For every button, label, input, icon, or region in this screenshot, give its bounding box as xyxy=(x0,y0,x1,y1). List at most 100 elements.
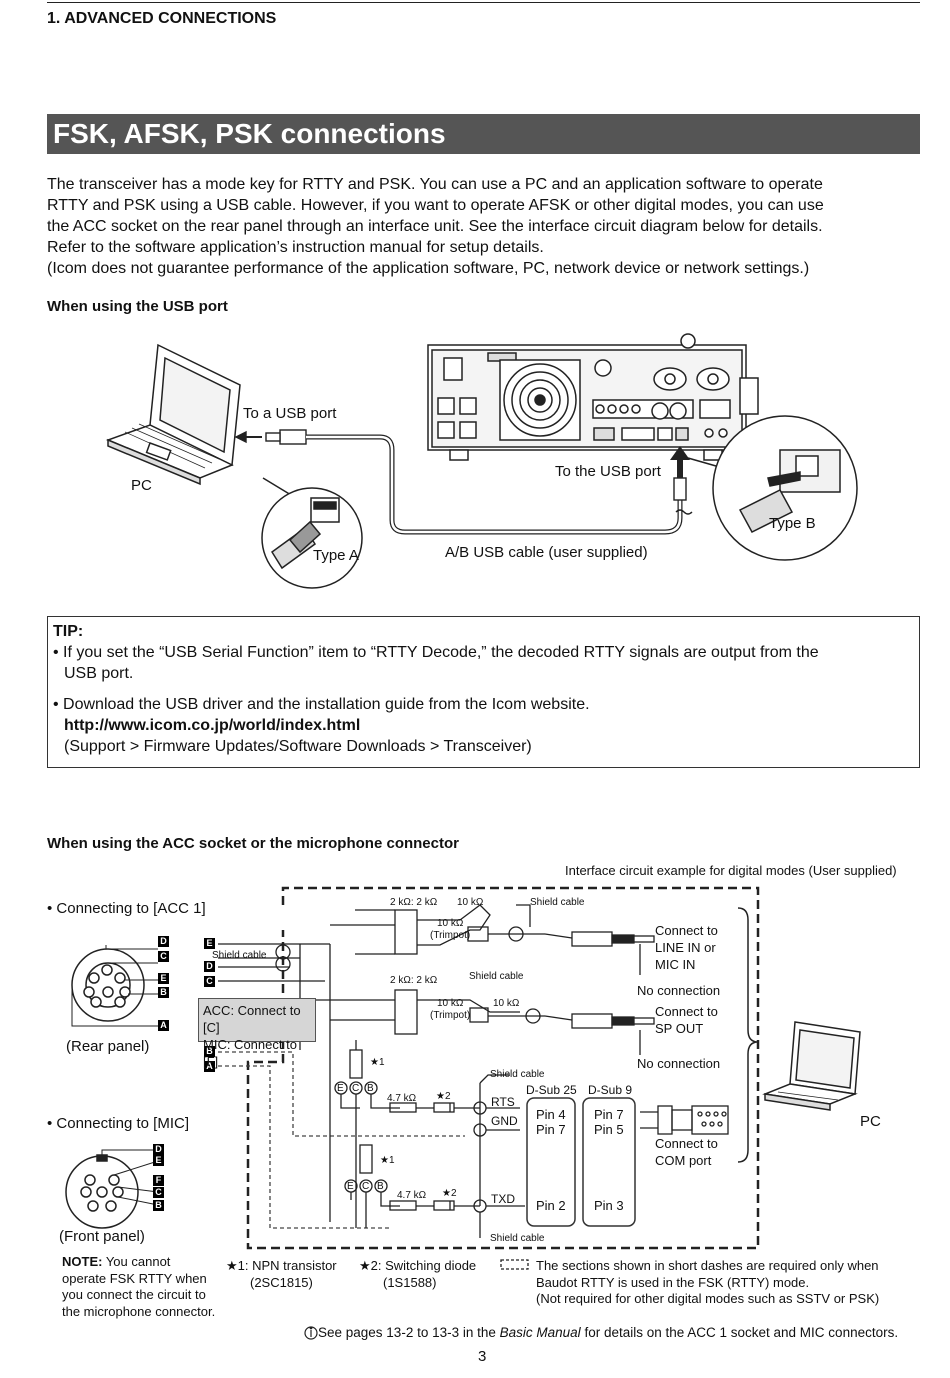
shield-cable-label: Shield cable xyxy=(212,950,267,961)
usb-label-cable: A/B USB cable (user supplied) xyxy=(445,544,648,561)
pin-badge: D xyxy=(158,936,169,947)
footnote-transistor: ★1: NPN transistor (2SC1815) xyxy=(226,1258,337,1291)
pin-label: Pin 4 xyxy=(536,1107,566,1122)
note-bold: NOTE: xyxy=(62,1254,103,1269)
pin-badge: C xyxy=(153,1187,164,1198)
diode-star: ★2 xyxy=(442,1188,457,1199)
page-number: 3 xyxy=(478,1348,487,1365)
fsk-note: NOTE: You cannot operate FSK RTTY when y… xyxy=(62,1254,215,1320)
pin-label: Pin 7 xyxy=(536,1122,566,1137)
info-icon xyxy=(304,1326,318,1340)
mic-connector-icon xyxy=(65,1149,159,1229)
usb-heading: When using the USB port xyxy=(47,298,228,315)
note-text: You cannot xyxy=(102,1254,171,1269)
manual-reference: See pages 13-2 to 13-3 in the Basic Manu… xyxy=(318,1325,898,1340)
pin-label: Pin 7 xyxy=(594,1107,624,1122)
connect-line-in-line: MIC IN xyxy=(655,957,696,972)
dsub9-label: D-Sub 9 xyxy=(588,1083,633,1097)
connect-com-line: Connect to xyxy=(655,1136,718,1151)
pin-badge: E xyxy=(158,973,169,984)
intro-line: The transceiver has a mode key for RTTY … xyxy=(47,176,823,193)
resistor-label: 10 kΩ xyxy=(457,897,484,908)
pin-badge: A xyxy=(158,1020,169,1031)
reference-prefix: See pages 13-2 to 13-3 in the xyxy=(318,1325,500,1340)
pin-badge: B xyxy=(204,1046,215,1057)
arrow-up-icon xyxy=(670,446,690,486)
pin-b: B xyxy=(367,1083,374,1094)
connect-com-line: COM port xyxy=(655,1153,712,1168)
rts-label: RTS xyxy=(491,1095,515,1109)
note-text: the microphone connector. xyxy=(62,1303,216,1319)
fsk-dashed-section xyxy=(218,1051,465,1229)
intro-paragraph: The transceiver has a mode key for RTTY … xyxy=(47,174,920,279)
tip-path: (Support > Firmware Updates/Software Dow… xyxy=(64,738,532,755)
dsub25-pin-box xyxy=(526,1097,576,1227)
footnote-line: (1S1588) xyxy=(383,1274,437,1290)
tip-box: TIP: • If you set the “USB Serial Functi… xyxy=(47,616,920,768)
section-title-banner: FSK, AFSK, PSK connections xyxy=(47,114,920,154)
pin-badge: C xyxy=(158,951,169,962)
shield-cable-label: Shield cable xyxy=(490,1233,545,1244)
pin-label: Pin 3 xyxy=(594,1198,624,1213)
pin-label: Pin 5 xyxy=(594,1122,624,1137)
diode-star: ★2 xyxy=(436,1091,451,1102)
pin-badge: B xyxy=(153,1200,164,1211)
tip-bullet-1-line-2: USB port. xyxy=(64,665,134,682)
footnote-dashed: The sections shown in short dashes are r… xyxy=(536,1258,879,1308)
pc-bracket xyxy=(737,907,759,1163)
acc-connect-line: ACC: Connect to [C] xyxy=(203,1003,301,1035)
resistor-label: 4.7 kΩ xyxy=(397,1190,427,1201)
pin-c: C xyxy=(352,1083,360,1094)
pin-badge: B xyxy=(158,987,169,998)
connect-line-in-line: Connect to xyxy=(655,923,718,938)
intro-line: Refer to the software application’s inst… xyxy=(47,239,544,256)
no-connection-label: No connection xyxy=(637,983,721,998)
footnote-line: ★1: NPN transistor xyxy=(226,1258,337,1273)
pin-badge: D xyxy=(204,961,215,972)
dsub9-pin-box xyxy=(582,1097,636,1227)
pin-label: Pin 2 xyxy=(536,1198,566,1213)
mic-connecting-label: • Connecting to [MIC] xyxy=(47,1115,189,1132)
resistor-label: 2 kΩ: 2 kΩ xyxy=(390,975,438,986)
tip-title: TIP: xyxy=(53,623,84,640)
connect-sp-line: Connect to xyxy=(655,1004,718,1019)
pc-laptop-illustration xyxy=(105,343,241,486)
intro-line: RTTY and PSK using a USB cable. However,… xyxy=(47,197,824,214)
dsub25-label: D-Sub 25 xyxy=(526,1083,577,1097)
acc-mic-connect-note: ACC: Connect to [C] MIC: Connect to [F] xyxy=(198,998,316,1069)
pin-e: E xyxy=(337,1083,344,1094)
gnd-label: GND xyxy=(491,1114,518,1128)
usb-label-to-a-usb-port: To a USB port xyxy=(243,405,337,422)
connect-line-in-line: LINE IN or xyxy=(655,940,716,955)
front-panel-label: (Front panel) xyxy=(59,1228,145,1245)
tip-bullet-2: • Download the USB driver and the instal… xyxy=(53,694,903,757)
trimpot-label: (Trimpot) xyxy=(430,930,471,941)
footnote-line: ★2: Switching diode xyxy=(359,1258,477,1273)
header-rule xyxy=(47,2,920,3)
pin-badge: E xyxy=(153,1155,164,1166)
connect-sp-line: SP OUT xyxy=(655,1021,704,1036)
usb-label-type-a: Type A xyxy=(313,547,359,564)
usb-label-type-b: Type B xyxy=(769,515,816,532)
pin-badge: D xyxy=(153,1144,164,1155)
reference-suffix: for details on the ACC 1 socket and MIC … xyxy=(580,1325,899,1340)
circuit-boundary xyxy=(246,886,760,1250)
resistor-label: 10 kΩ xyxy=(493,998,520,1009)
type-b-callout xyxy=(687,415,858,561)
connect-sp-out-label: Connect to SP OUT xyxy=(655,1003,718,1037)
trimpot-value: 10 kΩ xyxy=(437,998,464,1009)
usb-label-to-the-usb-port: To the USB port xyxy=(555,463,661,480)
pc-laptop-illustration-right xyxy=(762,1021,861,1111)
footnote-diode: ★2: Switching diode (1S1588) xyxy=(359,1258,476,1291)
tip-url-link[interactable]: http://www.icom.co.jp/world/index.html xyxy=(64,717,361,734)
pin-badge: C xyxy=(204,976,215,987)
intro-line: the ACC socket on the rear panel through… xyxy=(47,218,823,235)
section-title: FSK, AFSK, PSK connections xyxy=(53,118,446,149)
pin-c: C xyxy=(362,1181,370,1192)
acc-heading: When using the ACC socket or the microph… xyxy=(47,835,459,852)
intro-line: (Icom does not guarantee performance of … xyxy=(47,260,810,277)
note-text: you connect the circuit to xyxy=(62,1287,206,1302)
acc-connector-icon xyxy=(71,945,158,1027)
